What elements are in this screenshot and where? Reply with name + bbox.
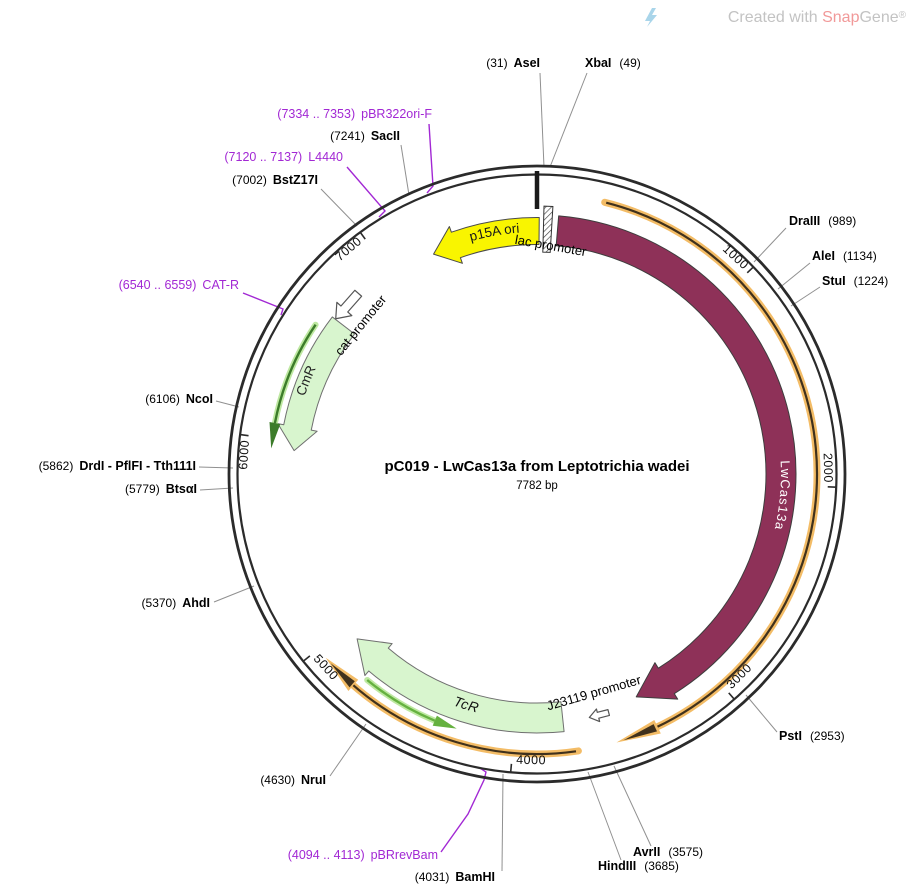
site-label-ncoi: (6106)NcoI bbox=[145, 392, 213, 406]
site-callout-ahdi bbox=[213, 585, 255, 603]
cat-promoter-arrow bbox=[335, 289, 363, 320]
ring-label-2000: 2000 bbox=[821, 453, 836, 483]
primer-callout-pbr322ori-f bbox=[426, 123, 434, 194]
primer-callout-pbrrevbam bbox=[440, 767, 487, 853]
site-callout-bstz17i bbox=[320, 188, 358, 227]
primer-label-pbr322ori-f: (7334 .. 7353)pBR322ori-F bbox=[277, 107, 432, 121]
j23119-promoter-arrow bbox=[588, 708, 611, 723]
lac-promoter-glyph bbox=[542, 205, 554, 253]
ring-tick-3000 bbox=[728, 692, 735, 700]
primer-label-cat-r: (6540 .. 6559)CAT-R bbox=[119, 278, 239, 292]
site-callout-avrii bbox=[613, 765, 652, 847]
orf-arrowhead-tcr bbox=[432, 715, 457, 729]
orf-arrowhead-halo-right bbox=[616, 720, 661, 743]
ring-tick-5000 bbox=[302, 655, 311, 662]
site-callout-asei bbox=[539, 72, 545, 168]
site-label-psti: PstI(2953) bbox=[779, 729, 845, 743]
site-callout-btsai bbox=[199, 487, 234, 491]
site-label-xbai: XbaI(49) bbox=[585, 56, 641, 70]
plasmid-length: 7782 bp bbox=[516, 480, 558, 492]
site-callout-drdi-pflfi-tth111i bbox=[198, 466, 234, 469]
primer-callout-cat-r bbox=[242, 292, 284, 316]
site-callout-psti bbox=[745, 694, 778, 733]
site-label-btsai: (5779)BtsαI bbox=[125, 482, 197, 496]
site-callout-nrui bbox=[329, 723, 367, 777]
feature-band-tcr bbox=[356, 638, 565, 734]
site-label-asei: (31)AseI bbox=[486, 56, 540, 70]
credit-text: Created with SnapGene® bbox=[728, 9, 907, 26]
snapgene-credit: Created with SnapGene® bbox=[645, 8, 907, 27]
site-callout-stui bbox=[790, 286, 821, 307]
site-label-alei: AleI(1134) bbox=[812, 249, 877, 263]
cat-promoter-arrow-shape bbox=[335, 289, 363, 320]
orf-arrowhead-core-bottom bbox=[330, 663, 355, 688]
site-label-hindiii: HindIII(3685) bbox=[598, 859, 679, 873]
ring-tick-4000 bbox=[509, 763, 513, 773]
ring-tick-1000 bbox=[746, 266, 754, 274]
ring-tick-7000 bbox=[359, 231, 366, 240]
orf-arrow-core-tcr bbox=[366, 679, 436, 722]
site-label-avrii: AvrII(3575) bbox=[633, 845, 703, 859]
feature-band-lwcas13a bbox=[555, 215, 797, 700]
primer-label-pbrrevbam: (4094 .. 4113)pBRrevBam bbox=[288, 848, 438, 862]
site-callout-alei bbox=[777, 262, 811, 290]
feature-label-tcr: TcR bbox=[452, 693, 481, 716]
site-callout-draiii bbox=[753, 227, 787, 263]
ring-tick-6000 bbox=[240, 433, 249, 437]
ring-label-4000: 4000 bbox=[516, 753, 546, 768]
feature-band-p15a-ori bbox=[433, 217, 540, 264]
j23119-promoter-arrow-shape bbox=[588, 708, 611, 723]
feature-label-j23119-promoter: J23119 promoter bbox=[545, 672, 643, 713]
site-label-ahdi: (5370)AhdI bbox=[142, 596, 210, 610]
site-label-nrui: (4630)NruI bbox=[260, 773, 326, 787]
feature-band-cmr bbox=[277, 316, 356, 452]
snapgene-logo-icon bbox=[645, 8, 657, 27]
site-callout-xbai bbox=[549, 72, 588, 168]
ring-label-3000: 3000 bbox=[724, 661, 755, 692]
site-label-drdi-plfli-tth111i: (5862)DrdI - PflFI - Tth111I bbox=[39, 459, 196, 473]
orf-arrowhead-cmr bbox=[269, 422, 281, 449]
site-callout-bamhi bbox=[501, 773, 504, 872]
site-label-bstz17i: (7002)BstZ17I bbox=[232, 173, 318, 187]
orf-arrowhead-core-right bbox=[623, 724, 657, 741]
orf-arc-core-bottom bbox=[350, 682, 577, 756]
site-callout-hindiii bbox=[587, 771, 622, 861]
orf-arc-core-right bbox=[605, 201, 819, 729]
orf-arrow-core-cmr bbox=[273, 324, 317, 424]
site-label-sacii: (7241)SacII bbox=[330, 129, 400, 143]
plasmid-title: pC019 - LwCas13a from Leptotrichia wadei bbox=[384, 458, 689, 475]
primer-callout-l4440 bbox=[346, 166, 386, 218]
site-callout-sacii bbox=[400, 144, 410, 196]
backbone-ring-outer bbox=[227, 164, 847, 784]
site-label-draiii: DraIII(989) bbox=[789, 214, 856, 228]
ring-label-5000: 5000 bbox=[311, 652, 341, 683]
primer-label-l4440: (7120 .. 7137)L4440 bbox=[224, 150, 343, 164]
site-label-bamhi: (4031)BamHI bbox=[415, 870, 495, 884]
site-label-stui: StuI(1224) bbox=[822, 274, 888, 288]
ring-label-6000: 6000 bbox=[236, 439, 252, 470]
